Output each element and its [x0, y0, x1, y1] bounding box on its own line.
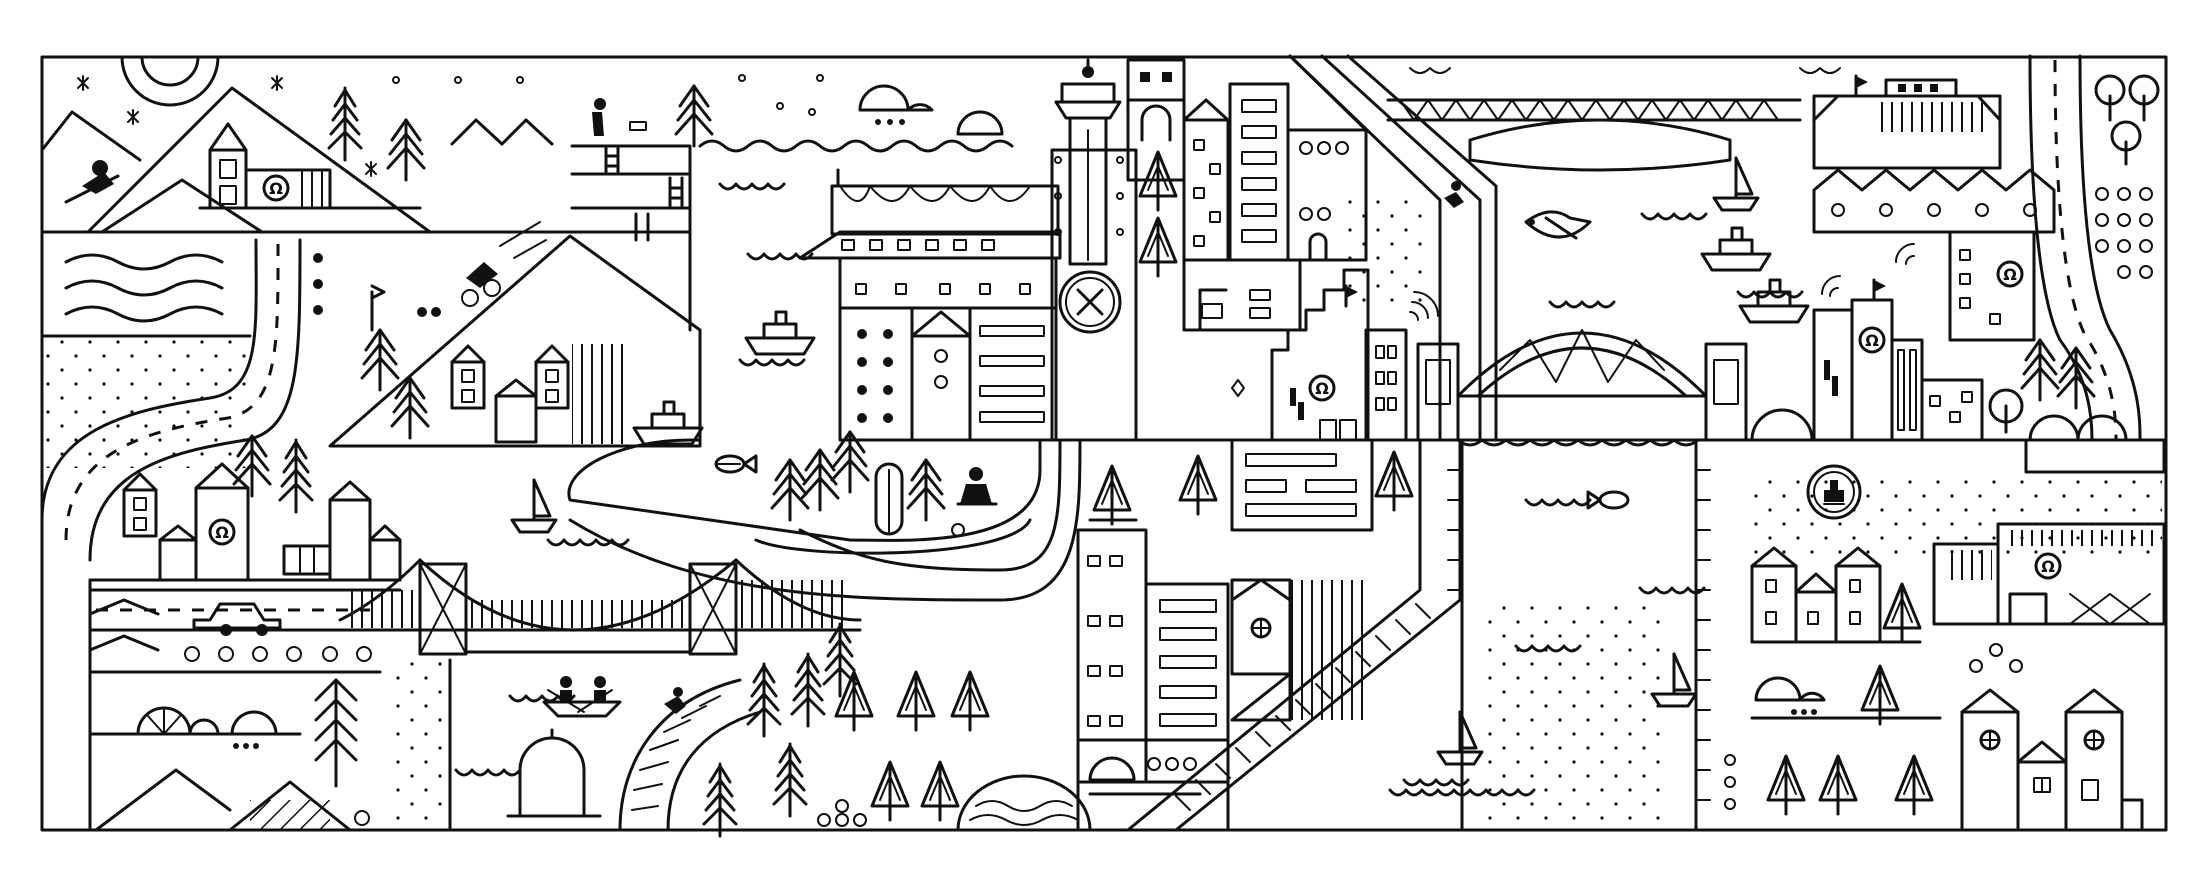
east-town [1750, 54, 2168, 832]
restaurant-icon [1058, 270, 1122, 334]
sailboat-icon [510, 478, 558, 534]
dome-icon [956, 774, 1092, 832]
round-tree-icon [2094, 74, 2160, 166]
runner-icon [664, 687, 686, 714]
mountain-village [40, 55, 714, 562]
map-border [40, 55, 2168, 832]
truss-bridge-icon [1386, 98, 1802, 172]
arch-bridge-icon [1416, 329, 1748, 447]
west-village [88, 434, 402, 832]
cyclist-icon [461, 221, 547, 307]
winding-road [40, 238, 258, 522]
suspension-bridge [338, 558, 862, 656]
park [770, 430, 998, 537]
downtown [392, 54, 2168, 832]
bell-arch-icon [518, 736, 586, 818]
church-icon [198, 122, 422, 210]
meadow-texture [46, 338, 246, 468]
car-icon [192, 602, 282, 636]
skier-icon [64, 160, 120, 204]
convention-center-icon [798, 168, 1062, 260]
lake-waves [64, 253, 224, 323]
round-tree-icon [136, 706, 278, 749]
central-shore [386, 182, 1092, 838]
meditator-icon [956, 467, 998, 506]
snowflake-icon [77, 75, 377, 177]
cloud-icon [858, 84, 934, 112]
ladder [604, 144, 684, 242]
bird-icon [1524, 210, 1592, 240]
circle-cluster [817, 799, 867, 827]
mountain-icon [40, 110, 142, 162]
ferry-icon [744, 310, 816, 356]
tree-icon [1138, 150, 1178, 212]
pine-forest [702, 622, 990, 838]
sun-icon [120, 55, 220, 107]
hiker-icon [592, 98, 647, 136]
road-dots [313, 253, 441, 317]
pine-tree-icon [327, 86, 363, 162]
row-houses-icon [1812, 168, 2056, 234]
wave-icon [718, 182, 786, 191]
river [1288, 54, 1841, 832]
office-building-icon [1228, 82, 1290, 262]
house-icon [122, 434, 402, 582]
hill [328, 234, 702, 448]
runner-icon [1444, 181, 1464, 208]
fish-icon [1586, 490, 1630, 510]
circles-row [184, 646, 372, 662]
canoe-icon [542, 676, 622, 718]
fish-icon [714, 454, 758, 474]
village-houses [360, 284, 628, 444]
tower-icon [1054, 58, 1124, 266]
